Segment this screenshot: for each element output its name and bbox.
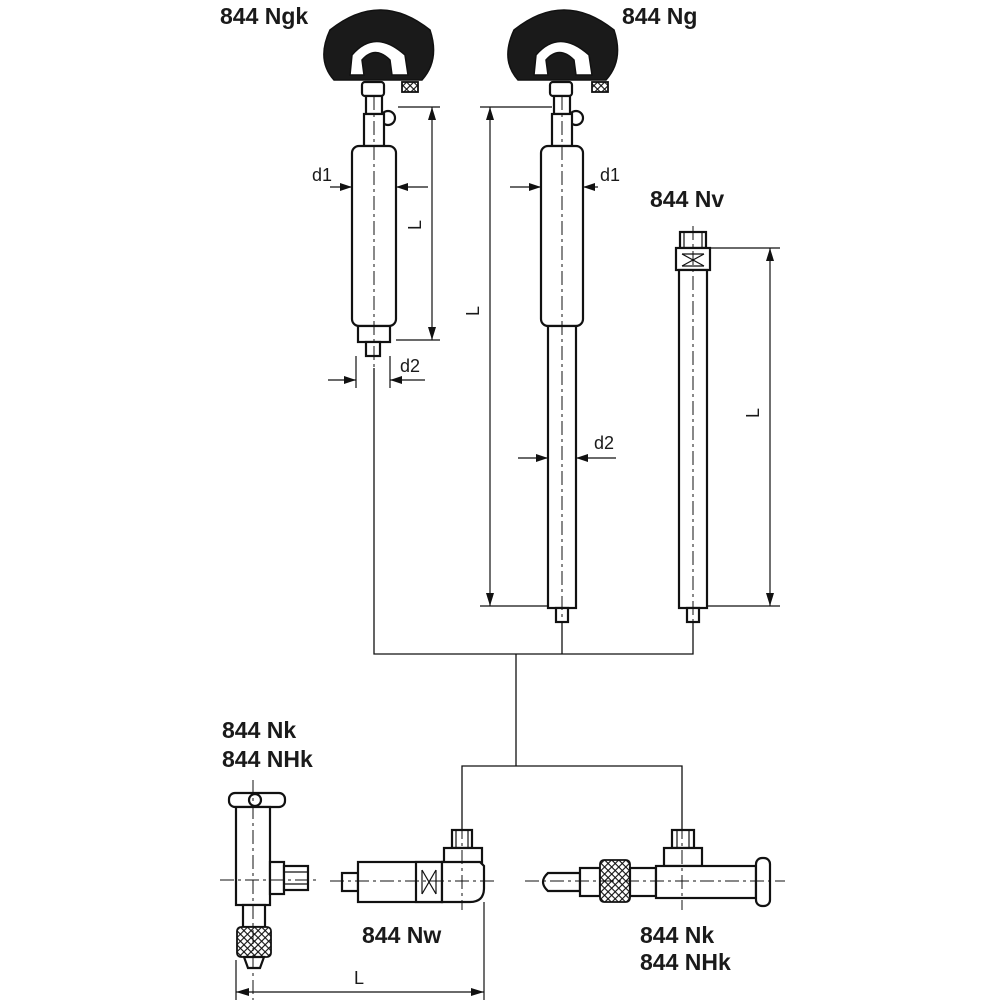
dim-L-bottom: L — [354, 968, 364, 988]
label-844-nw: 844 Nw — [362, 922, 441, 948]
rod-844-ngk — [323, 9, 440, 388]
label-844-nhk-left: 844 NHk — [222, 746, 313, 772]
dimension-bottom-L — [235, 902, 485, 1000]
label-844-ng: 844 Ng — [622, 3, 697, 29]
adapter-844-nk-right — [525, 825, 785, 910]
connector-lines — [373, 368, 694, 830]
handle-ngk — [323, 9, 435, 81]
dim-L-ng: L — [463, 306, 483, 316]
label-844-nv: 844 Nv — [650, 186, 724, 212]
dim-L-ngk: L — [405, 220, 425, 230]
label-844-ngk: 844 Ngk — [220, 3, 308, 29]
dim-d2-ngk: d2 — [400, 356, 420, 376]
label-844-nhk-right: 844 NHk — [640, 949, 731, 975]
dim-d1-ngk: d1 — [312, 165, 332, 185]
dim-L-nv: L — [743, 408, 763, 418]
dim-d2-ng: d2 — [594, 433, 614, 453]
rod-844-ng — [480, 9, 619, 630]
adapter-844-nk-left — [220, 780, 318, 1000]
label-844-nk-right: 844 Nk — [640, 922, 714, 948]
dim-d1-ng: d1 — [600, 165, 620, 185]
label-844-nk-left: 844 Nk — [222, 717, 296, 743]
adapter-844-nw — [330, 825, 495, 910]
handle-ng — [507, 9, 619, 81]
rod-844-nv — [674, 226, 780, 630]
